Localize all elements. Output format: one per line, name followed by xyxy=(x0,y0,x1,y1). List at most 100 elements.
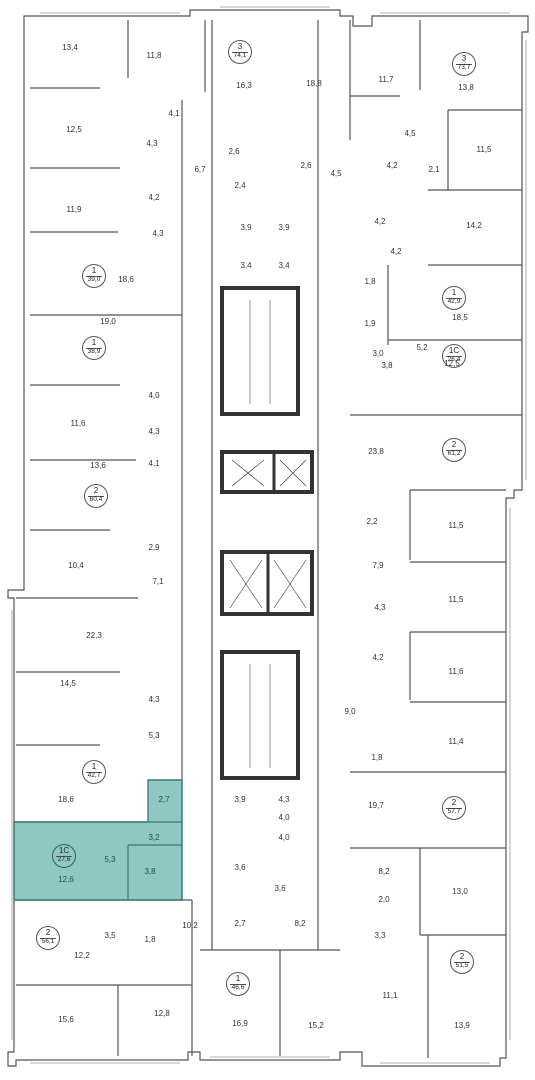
room-area-label: 18,6 xyxy=(118,275,134,284)
room-area-label: 4,2 xyxy=(390,247,402,256)
room-area-label: 3,6 xyxy=(274,884,286,893)
stair-core-lower xyxy=(220,650,300,780)
badge-divider xyxy=(86,347,102,349)
room-area-label: 13,9 xyxy=(454,1021,470,1030)
room-area-label: 11,5 xyxy=(448,521,464,530)
apartment-total-area: 26,4 xyxy=(447,356,461,363)
room-area-label: 2,6 xyxy=(228,147,240,156)
room-area-label: 11,1 xyxy=(382,991,398,1000)
room-area-label: 23,8 xyxy=(368,447,384,456)
apartment-total-area: 42,7 xyxy=(87,772,101,779)
badge-divider xyxy=(446,297,462,299)
apartment-room-count: 2 xyxy=(451,798,457,807)
apartment-room-count: 2 xyxy=(459,952,465,961)
badge-divider xyxy=(446,355,462,357)
badge-divider xyxy=(446,449,462,451)
badge-divider xyxy=(86,275,102,277)
room-area-label: 4,0 xyxy=(148,391,160,400)
room-area-label: 6,7 xyxy=(194,165,206,174)
apartment-total-area: 42,9 xyxy=(447,298,461,305)
apartment-total-area: 57,7 xyxy=(447,808,461,815)
badge-divider xyxy=(40,937,56,939)
room-area-label: 18,5 xyxy=(452,313,468,322)
room-area-label: 9,0 xyxy=(344,707,356,716)
badge-divider xyxy=(56,855,72,857)
outer-wall xyxy=(7,9,529,1067)
room-area-label: 11,6 xyxy=(448,667,464,676)
room-area-label: 12,6 xyxy=(58,875,74,884)
room-area-label: 12,5 xyxy=(444,359,460,368)
apartment-room-count: 1 xyxy=(91,338,97,347)
room-area-label: 13,0 xyxy=(452,887,468,896)
room-area-label: 4,2 xyxy=(386,161,398,170)
room-area-label: 1,8 xyxy=(144,935,156,944)
room-area-label: 4,2 xyxy=(148,193,160,202)
room-area-label: 12,8 xyxy=(154,1009,170,1018)
room-area-label: 16,9 xyxy=(232,1019,248,1028)
room-area-label: 4,3 xyxy=(146,139,158,148)
badge-divider xyxy=(88,495,104,497)
room-area-label: 3,8 xyxy=(381,361,393,370)
room-area-label: 12,5 xyxy=(66,125,82,134)
highlighted-apartment-fill[interactable] xyxy=(14,780,182,900)
apartment-room-count: 2 xyxy=(93,486,99,495)
room-area-label: 15,6 xyxy=(58,1015,74,1024)
apartment-room-count: 3 xyxy=(237,42,243,51)
apartment-total-area: 56,1 xyxy=(41,938,55,945)
room-area-label: 11,7 xyxy=(378,75,394,84)
room-area-label: 5,3 xyxy=(148,731,160,740)
room-area-label: 3,9 xyxy=(278,223,290,232)
room-area-label: 4,0 xyxy=(278,833,290,842)
room-area-label: 2,6 xyxy=(300,161,312,170)
room-area-label: 13,4 xyxy=(62,43,78,52)
room-area-label: 4,3 xyxy=(148,427,160,436)
room-area-label: 3,5 xyxy=(104,931,116,940)
room-area-label: 7,1 xyxy=(152,577,164,586)
room-area-label: 19,0 xyxy=(100,317,116,326)
apartment-total-area: 61,2 xyxy=(447,450,461,457)
apartment-total-area: 60,4 xyxy=(89,496,103,503)
room-area-label: 4,3 xyxy=(152,229,164,238)
apartment-total-area: 27,6 xyxy=(57,856,71,863)
room-area-label: 5,3 xyxy=(104,855,116,864)
room-area-label: 11,5 xyxy=(448,595,464,604)
room-area-label: 2,7 xyxy=(158,795,170,804)
room-area-label: 16,3 xyxy=(236,81,252,90)
room-area-label: 15,2 xyxy=(308,1021,324,1030)
badge-divider xyxy=(446,807,462,809)
room-area-label: 4,0 xyxy=(278,813,290,822)
room-area-label: 3,2 xyxy=(148,833,160,842)
stair-core-upper xyxy=(220,286,300,416)
apartment-room-count: 1С xyxy=(448,346,460,355)
room-area-label: 3,6 xyxy=(234,863,246,872)
room-area-label: 11,6 xyxy=(70,419,86,428)
room-area-label: 3,4 xyxy=(240,261,252,270)
room-area-label: 5,2 xyxy=(416,343,428,352)
apartment-total-area: 73,7 xyxy=(457,64,471,71)
room-area-label: 13,8 xyxy=(458,83,474,92)
room-area-label: 3,9 xyxy=(240,223,252,232)
room-area-label: 11,8 xyxy=(146,51,162,60)
room-area-label: 12,2 xyxy=(74,951,90,960)
room-area-label: 3,8 xyxy=(144,867,156,876)
room-area-label: 19,7 xyxy=(368,801,384,810)
apartment-room-count: 3 xyxy=(461,54,467,63)
badge-divider xyxy=(456,63,472,65)
badge-divider xyxy=(454,961,470,963)
room-area-label: 13,6 xyxy=(90,461,106,470)
